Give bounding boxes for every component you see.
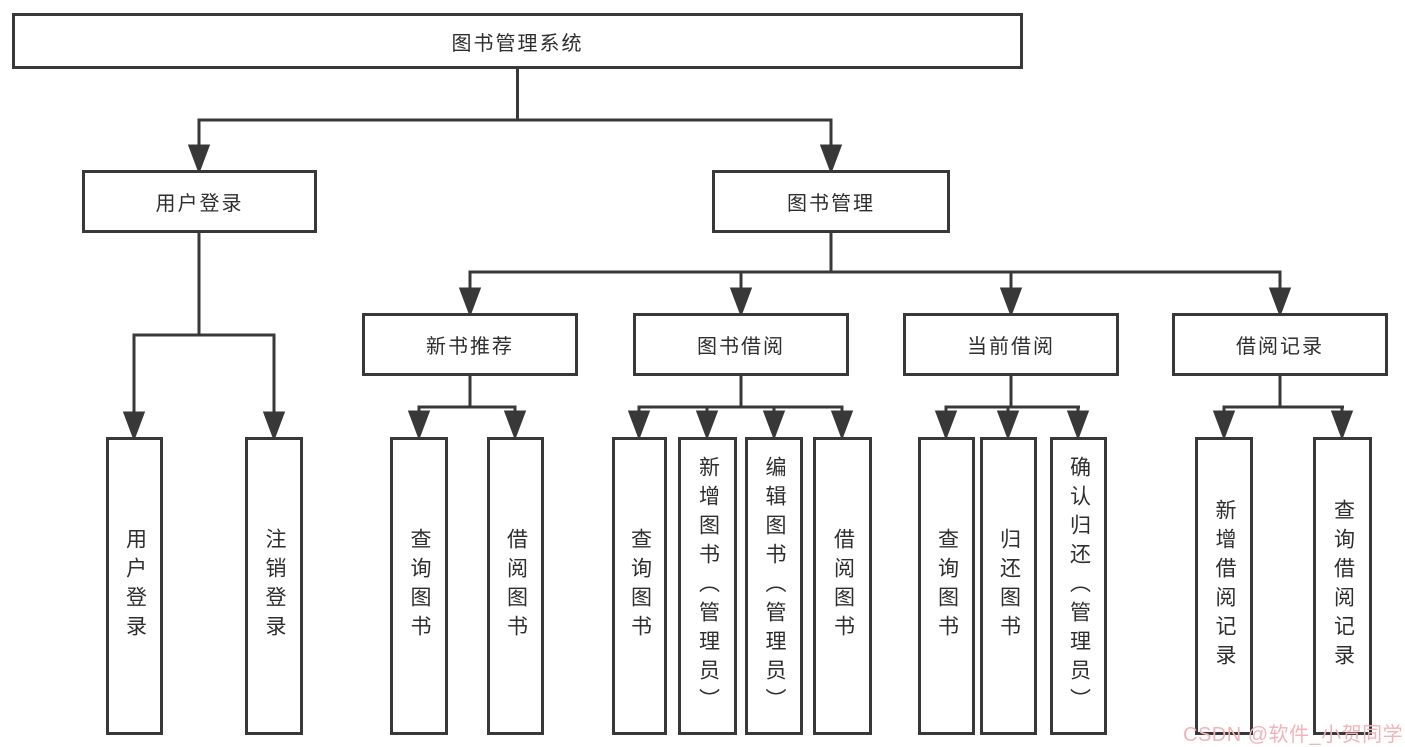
leaf-borrow-books: 借阅图书 [813, 437, 872, 735]
node-label: 图书管理系统 [451, 32, 584, 55]
node-label: 借阅图书 [504, 528, 528, 644]
node-label: 当前借阅 [967, 336, 1055, 358]
leaf-borrow-books-recommend: 借阅图书 [487, 437, 544, 735]
node-label: 借阅图书 [831, 528, 855, 644]
leaf-logout-login: 注销登录 [245, 437, 303, 735]
node-label: 查询图书 [408, 528, 432, 644]
node-label: 查询借阅记录 [1331, 499, 1355, 673]
node-label: 新增借阅记录 [1213, 499, 1237, 673]
node-label: 注销登录 [263, 528, 287, 644]
leaf-query-books-recommend: 查询图书 [390, 437, 448, 735]
leaf-query-books-current: 查询图书 [918, 437, 975, 735]
node-current-borrowing: 当前借阅 [903, 313, 1119, 376]
node-label: 用户登录 [123, 528, 147, 644]
leaf-edit-books-admin: 编辑图书（管理员） [745, 437, 803, 735]
leaf-return-books: 归还图书 [980, 437, 1037, 735]
leaf-add-borrow-record: 新增借阅记录 [1195, 437, 1253, 735]
node-label: 查询图书 [628, 528, 652, 644]
node-label: 借阅记录 [1236, 336, 1324, 358]
node-label: 用户登录 [155, 193, 244, 215]
leaf-user-login: 用户登录 [106, 437, 163, 735]
node-library-management-system: 图书管理系统 [12, 13, 1023, 69]
node-label: 编辑图书（管理员） [763, 455, 787, 717]
csdn-watermark: CSDN @软件_小贺同学 [1183, 724, 1404, 746]
node-label: 图书借阅 [697, 336, 785, 358]
node-borrowing-records: 借阅记录 [1172, 313, 1388, 376]
leaf-query-borrow-record: 查询借阅记录 [1313, 437, 1372, 735]
node-book-management: 图书管理 [712, 170, 950, 233]
node-label: 图书管理 [787, 193, 875, 215]
node-label: 确认归还（管理员） [1067, 455, 1091, 717]
node-label: 新增图书（管理员） [696, 455, 720, 717]
leaf-query-books-borrow: 查询图书 [612, 437, 667, 735]
node-book-borrowing: 图书借阅 [633, 313, 849, 376]
node-label: 新书推荐 [426, 336, 514, 358]
node-user-login: 用户登录 [82, 170, 317, 233]
node-label: 查询图书 [935, 528, 959, 644]
node-label: 归还图书 [997, 528, 1021, 644]
leaf-add-books-admin: 新增图书（管理员） [678, 437, 737, 735]
node-new-book-recommend: 新书推荐 [362, 313, 578, 376]
leaf-confirm-return-admin: 确认归还（管理员） [1050, 437, 1107, 735]
